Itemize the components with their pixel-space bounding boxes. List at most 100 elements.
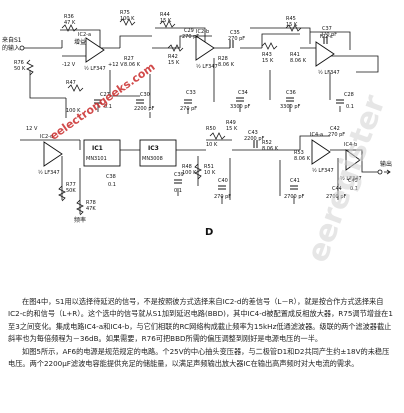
ref-ic4b: IC4-b — [344, 142, 357, 148]
freq-control-label: 频率 — [74, 216, 86, 224]
val-c35: 270 pF — [228, 36, 245, 42]
ref-r53: R53 — [294, 150, 304, 156]
val-c38: 0.1 — [108, 182, 116, 188]
ref-r77: R77 — [66, 182, 76, 188]
val-r45: 15 K — [286, 22, 298, 28]
opamp-ic2b — [195, 35, 215, 61]
ref-r27: R27 — [124, 56, 134, 62]
part-ic2d: ½ LF347 — [38, 169, 60, 176]
chip-ic3 — [139, 139, 177, 167]
val-c29: 270 pF — [182, 34, 199, 40]
val-r36: 47 K — [64, 20, 76, 26]
val-r27: 8.06 K — [124, 62, 141, 68]
caption-text: 在图4中，S1用以选择待延迟的信号，不是按照彼方式选择来自IC2-d的差信号（L… — [8, 296, 394, 370]
ref-c37: C37 — [322, 26, 332, 32]
supply-neg2-label: 12 V — [26, 126, 38, 132]
val-r76: 50 K — [14, 66, 26, 72]
ref-r51: R51 — [204, 164, 214, 170]
ref-c43: C43 — [248, 130, 258, 136]
opamp-ic4b — [345, 149, 361, 171]
val-r49: 15 K — [226, 126, 238, 132]
ref-r42: R42 — [168, 54, 178, 60]
val-r47: 100 K — [66, 108, 81, 114]
input-label-b: 的输入 — [2, 44, 20, 52]
opamp-ic2a — [85, 37, 105, 63]
val-r77: 50K — [66, 188, 76, 194]
val-r48: 100 K — [182, 170, 197, 176]
ref-ic2c: IC2-c — [320, 34, 333, 40]
ref-c39: C39 — [174, 172, 184, 178]
ref-c36: C36 — [286, 90, 296, 96]
val-r43: 15 K — [262, 58, 274, 64]
input-label-a: 来自S1 — [2, 36, 22, 44]
ref-r28: R28 — [218, 56, 228, 62]
ref-ic2a: IC2-a — [78, 32, 91, 38]
val-c28: 0.1 — [346, 104, 354, 110]
supply-pos-label: +12 V — [108, 62, 124, 68]
ref-r36: R36 — [64, 14, 74, 20]
ref-r47: R47 — [66, 80, 76, 86]
ref-c27: C27 — [100, 92, 110, 98]
part-ic4b: ½ LF347 — [340, 175, 362, 182]
val-r53: 8.06 K — [294, 156, 311, 162]
ref-r75: R75 — [120, 10, 130, 16]
part-ic2a: ½ LF347 — [84, 65, 106, 72]
ref-r78: R78 — [86, 200, 96, 206]
val-r52: 8.06 K — [262, 146, 279, 152]
ref-ic2d: IC2-d — [40, 134, 53, 140]
opamp-ic2c — [315, 41, 335, 67]
val-c39: 0.1 — [174, 188, 182, 194]
val-c30: 2200 pF — [134, 106, 154, 112]
ref-c30: C30 — [140, 92, 150, 98]
ref-c42: C42 — [330, 126, 340, 132]
ref-ic4a: IC4-a — [310, 132, 323, 138]
val-c42: 270 pF — [328, 132, 345, 138]
val-r50: 10 K — [206, 142, 218, 148]
ref-r50: R50 — [206, 126, 216, 132]
ref-r41: R41 — [290, 52, 300, 58]
val-r78: 47K — [86, 206, 96, 212]
ref-r45: R45 — [286, 16, 296, 22]
ref-c34: C34 — [238, 90, 248, 96]
supply-neg-label: -12 V — [62, 62, 76, 68]
ref-c44: C44 — [332, 186, 342, 192]
ref-r48: R48 — [182, 164, 192, 170]
ref-c29: C29 — [184, 28, 194, 34]
caption-paragraph-2: 如图5所示，AF6的电源是规范规定的电路。个25V的中心抽头变压器，与二极管D1… — [8, 346, 390, 369]
opamp-ic2d — [43, 141, 63, 167]
val-c27: 0.1 — [104, 104, 112, 110]
ref-c35: C35 — [230, 30, 240, 36]
part-ic2b: ½ LF347 — [196, 63, 218, 70]
ref-r44: R44 — [160, 12, 170, 18]
output-label: 输出 — [380, 160, 392, 168]
part-ic1: MN3101 — [86, 156, 107, 162]
val-r42: 15 K — [168, 60, 180, 66]
val-r41: 8.06 K — [290, 58, 307, 64]
val-r28: 8.06 K — [218, 62, 235, 68]
ref-c45: C45 — [348, 178, 358, 184]
figure-letter: D — [205, 227, 214, 238]
part-ic3: MN3008 — [142, 156, 163, 162]
val-c41: 2700 pF — [284, 194, 304, 200]
ref-r76: R76 — [14, 60, 24, 66]
part-ic4a: ½ LF347 — [312, 167, 334, 174]
chip-ic1 — [83, 139, 121, 167]
ref-ic2b: IC2-b — [196, 29, 209, 35]
ref-ic3: IC3 — [148, 145, 159, 152]
val-c43: 2200 pF — [244, 136, 264, 142]
val-r51: 10 K — [204, 170, 216, 176]
ref-r52: R52 — [262, 140, 272, 146]
part-ic2c: ½ LF347 — [318, 69, 340, 76]
val-c44: 2700 pF — [326, 194, 346, 200]
ref-c41: C41 — [290, 178, 300, 184]
val-r75: 100 K — [120, 16, 135, 22]
ref-r43: R43 — [262, 52, 272, 58]
ref-c28: C28 — [344, 92, 354, 98]
ref-c40: C40 — [218, 178, 228, 184]
val-c40: 270 pF — [214, 194, 231, 200]
caption-paragraph-1: 在图4中，S1用以选择待延迟的信号，不是按照彼方式选择来自IC2-d的差信号（L… — [8, 297, 393, 344]
gain-control-label: 增益 — [74, 38, 86, 46]
val-c36: 3300 pF — [280, 104, 300, 110]
circuit-schematic: 来自S1 的输入 输出 IC2-a ½ LF347 IC2-b ½ LF347 … — [2, 10, 392, 224]
